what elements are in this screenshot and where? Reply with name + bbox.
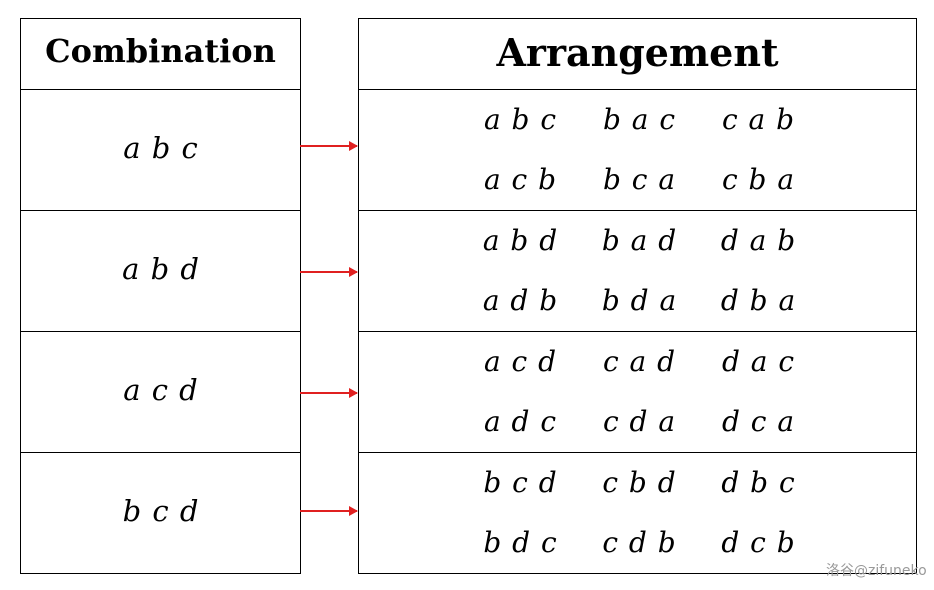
combination-cell: b c d bbox=[122, 494, 199, 528]
arrangement-item: d c a bbox=[721, 405, 795, 438]
arrangement-item: d a c bbox=[721, 345, 795, 378]
arrangement-item: b d c bbox=[483, 526, 557, 559]
divider bbox=[20, 210, 301, 211]
arrangement-item: d b a bbox=[720, 284, 796, 317]
arrangement-item: c b d bbox=[602, 466, 676, 499]
combination-cell: a b d bbox=[122, 252, 199, 286]
divider bbox=[358, 452, 917, 453]
arrangement-item: b a c bbox=[602, 103, 676, 136]
arrangement-item: c a b bbox=[721, 103, 795, 136]
arrangement-item: c d b bbox=[602, 526, 676, 559]
arrangement-item: a b c bbox=[483, 103, 557, 136]
arrangement-item: a b d bbox=[482, 224, 558, 257]
arrangement-item: a d c bbox=[483, 405, 557, 438]
divider bbox=[358, 331, 917, 332]
divider bbox=[20, 452, 301, 453]
arrow-icon bbox=[300, 388, 358, 398]
arrangement-item: a d b bbox=[482, 284, 558, 317]
arrangement-item: d a b bbox=[720, 224, 796, 257]
combination-table bbox=[20, 18, 301, 574]
arrangement-item: b c a bbox=[602, 163, 676, 196]
arrangement-item: c b a bbox=[721, 163, 795, 196]
arrangement-item: a c b bbox=[483, 163, 557, 196]
arrangement-item: b c d bbox=[483, 466, 557, 499]
arrangement-item: d c b bbox=[721, 526, 795, 559]
arrow-icon bbox=[300, 267, 358, 277]
combination-header: Combination bbox=[45, 32, 276, 70]
combination-cell: a b c bbox=[123, 131, 198, 165]
watermark: 洛谷@zifuneko bbox=[826, 563, 927, 579]
arrangement-item: c a d bbox=[602, 345, 676, 378]
arrangement-table bbox=[358, 18, 917, 574]
divider bbox=[20, 89, 301, 90]
combination-cell: a c d bbox=[123, 373, 198, 407]
arrangement-item: b d a bbox=[601, 284, 677, 317]
arrangement-item: d b c bbox=[721, 466, 795, 499]
arrow-icon bbox=[300, 141, 358, 151]
divider bbox=[20, 331, 301, 332]
arrangement-item: b a d bbox=[601, 224, 677, 257]
arrangement-item: c d a bbox=[602, 405, 676, 438]
divider bbox=[358, 210, 917, 211]
arrangement-item: a c d bbox=[483, 345, 557, 378]
divider bbox=[358, 89, 917, 90]
arrow-icon bbox=[300, 506, 358, 516]
arrangement-header: Arrangement bbox=[496, 30, 779, 75]
